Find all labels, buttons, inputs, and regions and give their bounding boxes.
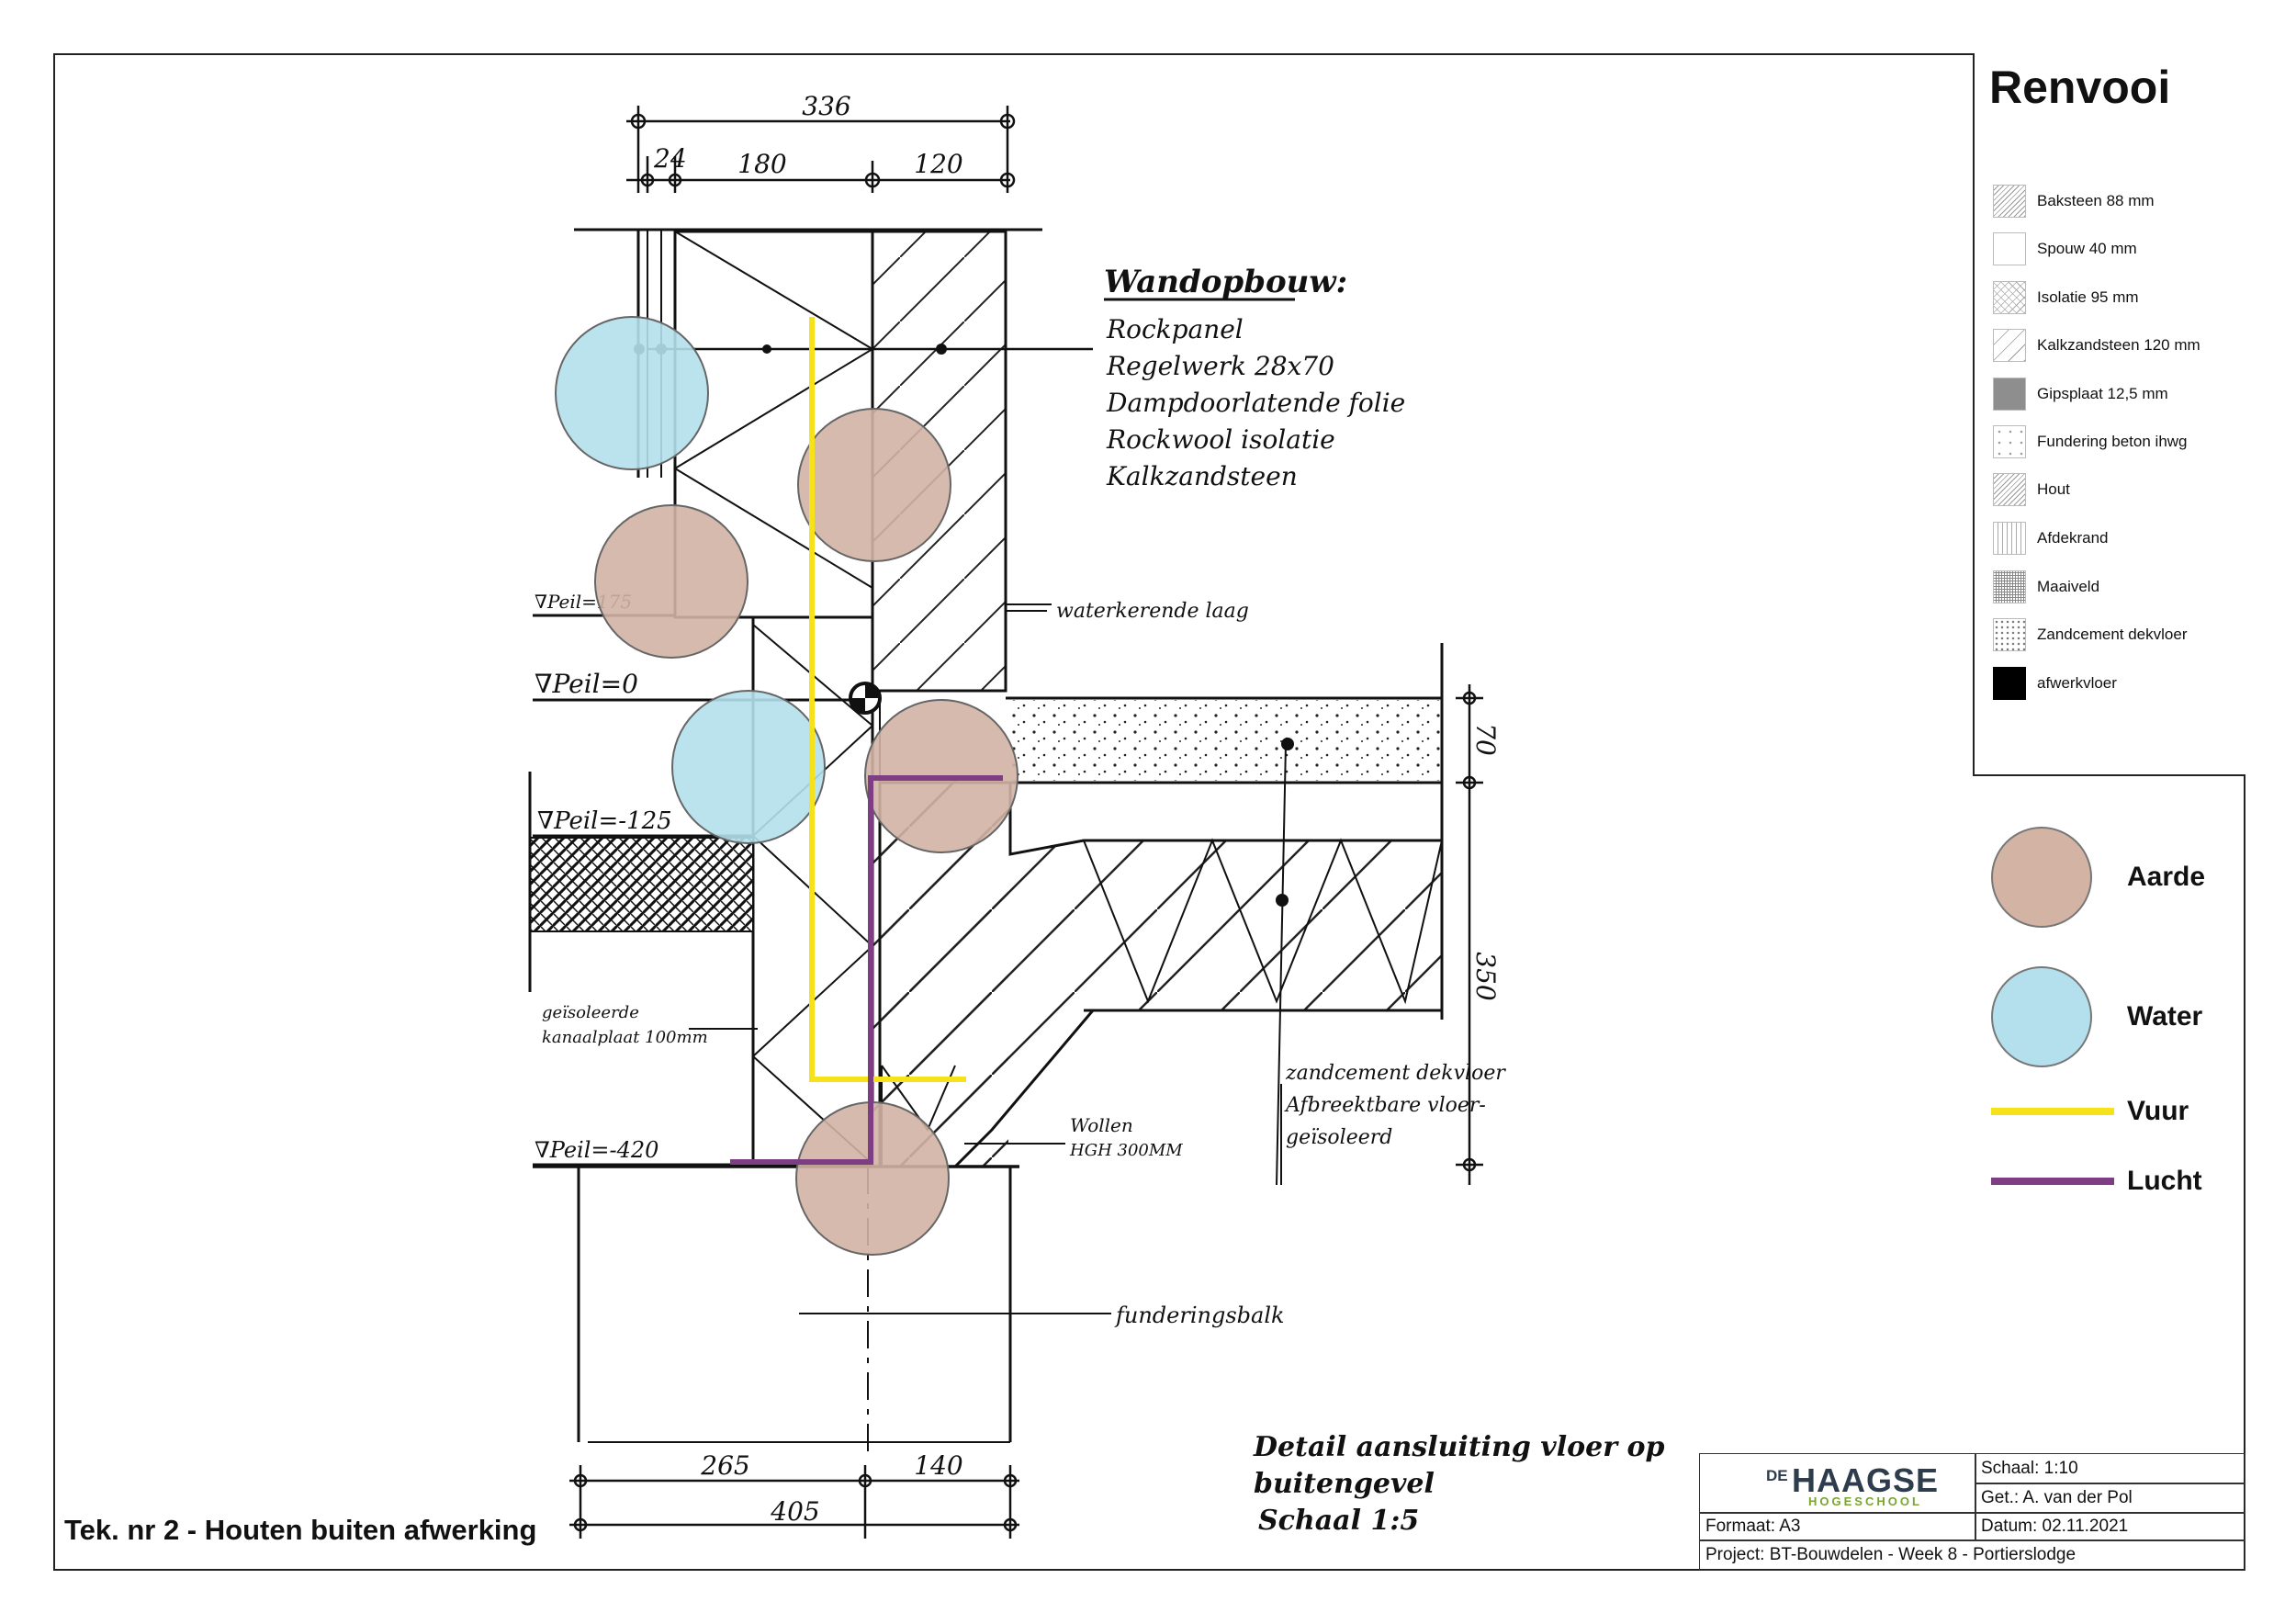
dim-bottom-a: 265 — [700, 1450, 749, 1481]
level-420: ∇Peil=-420 — [535, 1137, 658, 1163]
schaal-cell: Schaal: 1:10 — [1975, 1453, 2245, 1484]
pattern-swatch — [1993, 667, 2026, 700]
annotation-geisoleerd-2: kanaalplaat 100mm — [542, 1028, 708, 1047]
annotation-zandcement-1: zandcement dekvloer — [1285, 1062, 1506, 1085]
element-circles — [555, 316, 1019, 1256]
pattern-swatch — [1993, 618, 2026, 651]
renvooi-item-gipsplaat: Gipsplaat 12,5 mm — [1993, 378, 2168, 411]
renvooi-item-maaiveld: Maaiveld — [1993, 570, 2099, 603]
legend-vuur: Vuur — [1991, 1093, 2189, 1130]
pattern-swatch — [1993, 232, 2026, 265]
water-circle — [555, 316, 709, 470]
dim-bottom-b: 140 — [914, 1450, 962, 1481]
wall-build-line-3: Dampdoorlatende folie — [1106, 388, 1405, 418]
getekend-cell: Get.: A. van der Pol — [1975, 1483, 2245, 1514]
dim-bottom-total: 405 — [770, 1496, 819, 1527]
dim-top-a: 24 — [653, 143, 687, 174]
annotation-zandcement-2: Afbreektbare vloer- — [1284, 1094, 1486, 1117]
wall-build-line-1: Rockpanel — [1106, 314, 1244, 344]
title-block: DE HAAGSE HOGESCHOOL Schaal: 1:10 Get.: … — [1699, 1453, 2245, 1571]
renvooi-item-fundering: Fundering beton ihwg — [1993, 425, 2188, 458]
wall-build-line-4: Rockwool isolatie — [1106, 424, 1335, 455]
annotation-wollen-2: HGH 300MM — [1069, 1141, 1183, 1160]
detail-title-1: Detail aansluiting vloer op — [1253, 1431, 1664, 1463]
annotation-fundering: funderingsbalk — [1114, 1303, 1285, 1328]
dim-top-c: 120 — [914, 149, 962, 179]
dimension-top — [626, 106, 1016, 193]
elements-legend: Aarde Water Vuur Lucht — [1973, 808, 2245, 1212]
dimension-bottom — [569, 1465, 1019, 1539]
leader-lines — [689, 610, 1294, 1314]
legend-lucht: Lucht — [1991, 1163, 2202, 1200]
lucht-swatch — [1991, 1178, 2114, 1185]
dim-beam: 350 — [1470, 952, 1501, 1000]
logo-sub: HOGESCHOOL — [1808, 1494, 1922, 1508]
renvooi-item-hout: Hout — [1993, 473, 2070, 506]
water-swatch — [1991, 966, 2092, 1067]
legend-aarde: Aarde — [1991, 827, 2205, 928]
renvooi-item-afwerkvloer: afwerkvloer — [1993, 667, 2117, 700]
drawing-number-title: Tek. nr 2 - Houten buiten afwerking — [64, 1514, 537, 1546]
lucht-line — [730, 775, 1003, 1165]
renvooi-item-baksteen: Baksteen 88 mm — [1993, 185, 2155, 218]
pattern-swatch — [1993, 378, 2026, 411]
logo-de: DE — [1766, 1467, 1788, 1484]
dim-top-b: 180 — [737, 149, 786, 179]
renvooi-title: Renvooi — [1989, 62, 2171, 113]
formaat-cell: Formaat: A3 — [1699, 1512, 1976, 1541]
renvooi-item-kalkzandsteen: Kalkzandsteen 120 mm — [1993, 329, 2200, 362]
annotation-waterkering: waterkerende laag — [1056, 600, 1249, 623]
level-125: ∇Peil=-125 — [537, 807, 672, 835]
dim-total-top: 336 — [802, 91, 850, 121]
wall-build-line-2: Regelwerk 28x70 — [1106, 351, 1334, 381]
pattern-swatch — [1993, 570, 2026, 603]
level-0: ∇Peil=0 — [535, 669, 638, 699]
dimension-right — [1456, 684, 1483, 1185]
datum-cell: Datum: 02.11.2021 — [1975, 1512, 2245, 1541]
pattern-swatch — [1993, 185, 2026, 218]
annotation-wollen-1: Wollen — [1070, 1114, 1133, 1136]
pattern-swatch — [1993, 473, 2026, 506]
wall-build-title: Wandopbouw: — [1104, 264, 1347, 300]
vuur-line — [809, 317, 966, 1082]
annotation-zandcement-3: geïsoleerd — [1286, 1126, 1392, 1149]
renvooi-item-zandcement: Zandcement dekvloer — [1993, 618, 2187, 651]
renvooi-item-spouw: Spouw 40 mm — [1993, 232, 2137, 265]
aarde-swatch — [1991, 827, 2092, 928]
drawing-frame — [53, 53, 2245, 1571]
legend-water: Water — [1991, 966, 2202, 1067]
maaiveld-hatch — [529, 837, 754, 932]
pattern-swatch — [1993, 522, 2026, 555]
annotation-geisoleerd-1: geïsoleerde — [542, 1003, 639, 1022]
wall-build-line-5: Kalkzandsteen — [1106, 461, 1298, 491]
project-cell: Project: BT-Bouwdelen - Week 8 - Portier… — [1699, 1539, 2245, 1571]
detail-title-2: buitengevel — [1254, 1468, 1435, 1500]
renvooi-legend: Renvooi Baksteen 88 mm Spouw 40 mm Isola… — [1973, 53, 2245, 776]
pattern-swatch — [1993, 281, 2026, 314]
water-circle — [671, 690, 826, 844]
pattern-swatch — [1993, 425, 2026, 458]
vuur-swatch — [1991, 1108, 2114, 1115]
renvooi-item-isolatie: Isolatie 95 mm — [1993, 281, 2139, 314]
pattern-swatch — [1993, 329, 2026, 362]
detail-title-3: Schaal 1:5 — [1258, 1505, 1419, 1537]
school-logo: DE HAAGSE HOGESCHOOL — [1699, 1453, 1976, 1514]
dim-floor: 70 — [1470, 723, 1501, 756]
logo-main: HAAGSE — [1792, 1461, 1940, 1499]
renvooi-item-afdekrand: Afdekrand — [1993, 522, 2109, 555]
aarde-circle — [797, 408, 951, 562]
aarde-circle — [594, 504, 748, 659]
